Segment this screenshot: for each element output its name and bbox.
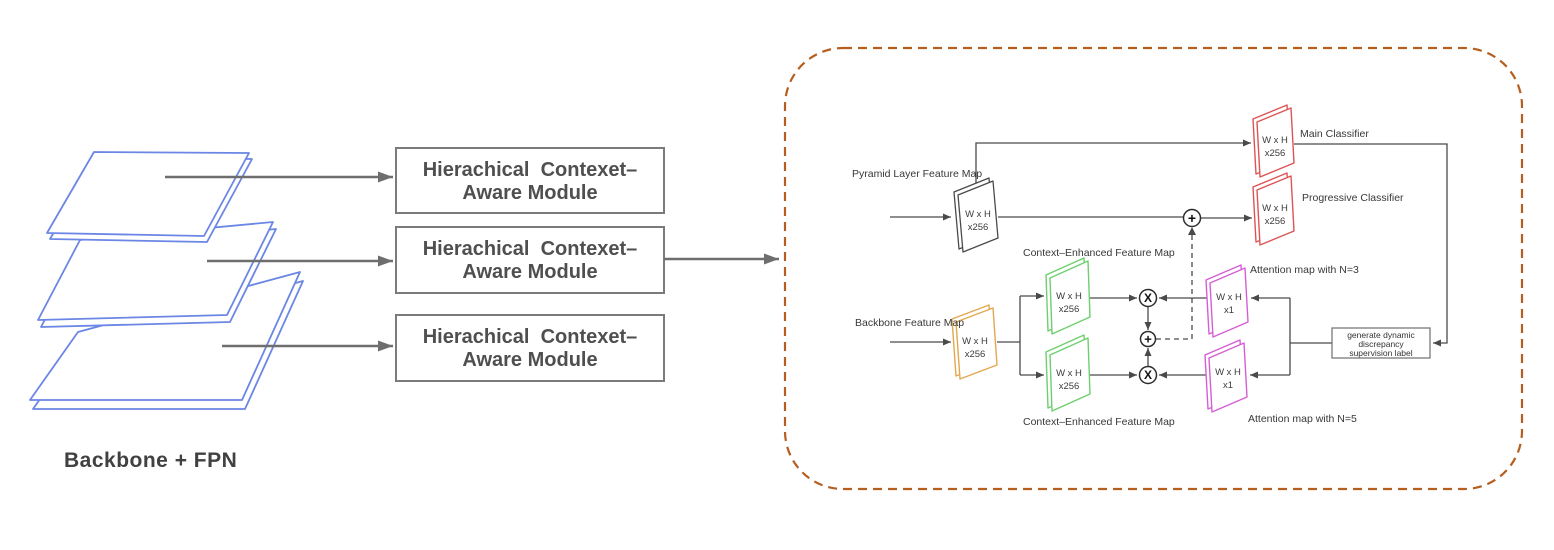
plate-dims-line1: W x H bbox=[1216, 292, 1242, 303]
hcam-detail-frame bbox=[783, 46, 1524, 491]
fpn-plate-stack bbox=[29, 151, 304, 410]
detail-connectors bbox=[890, 139, 1448, 379]
plus-circle-icon bbox=[1139, 330, 1157, 348]
x-glyph: X bbox=[1144, 291, 1152, 305]
module-label-line1: Hierachical Contexet– bbox=[423, 238, 638, 260]
x-glyph: X bbox=[1144, 368, 1152, 382]
multiply-circle-bottom: X bbox=[1138, 365, 1158, 385]
plate-dims-line2: x256 bbox=[1059, 381, 1080, 392]
plate-dims-line1: W x H bbox=[965, 209, 991, 220]
plate-dims-line1: W x H bbox=[1056, 368, 1082, 379]
dashed-arrowhead-up bbox=[1188, 227, 1196, 235]
attention-map-plate-top: W x H x1 bbox=[1205, 264, 1249, 338]
add-circle-middle: + bbox=[1139, 330, 1157, 348]
main-classifier-plate: W x H x256 bbox=[1252, 104, 1295, 178]
x-circle-icon bbox=[1138, 365, 1158, 385]
backbone-feature-map-label: Backbone Feature Map bbox=[855, 317, 964, 329]
main-classifier-label: Main Classifier bbox=[1300, 128, 1369, 140]
module-label-line1: Hierachical Contexet– bbox=[423, 159, 638, 181]
line-main-to-generate-box bbox=[1294, 143, 1448, 347]
backbone-feature-map-plate: W x H x256 bbox=[951, 304, 998, 380]
progressive-classifier-label: Progressive Classifier bbox=[1302, 192, 1404, 204]
fpn-plate-2 bbox=[37, 221, 277, 328]
fpn-to-module-arrows bbox=[165, 171, 393, 352]
progressive-classifier-plate: W x H x256 bbox=[1252, 172, 1295, 246]
line-pyramid-to-main-classifier bbox=[975, 139, 1251, 192]
fpn-plate-1 bbox=[46, 151, 253, 243]
module-box bbox=[395, 314, 665, 382]
plate-dims-line2: x256 bbox=[1059, 304, 1080, 315]
pyramid-feature-map-plate: W x H x256 bbox=[953, 177, 999, 253]
attention-map-label-top: Attention map with N=3 bbox=[1250, 264, 1359, 276]
module-label-line2: Aware Module bbox=[462, 349, 597, 371]
plate-front-face bbox=[1209, 267, 1249, 338]
plate-dims-line1: W x H bbox=[1056, 291, 1082, 302]
context-enhanced-plate-bottom: W x H x256 bbox=[1045, 334, 1091, 412]
plate-dims-line2: x256 bbox=[965, 349, 986, 360]
module-label-line2: Aware Module bbox=[462, 261, 597, 283]
plate-top-face bbox=[46, 151, 250, 237]
attention-map-plate-bottom: W x H x1 bbox=[1204, 339, 1248, 413]
hcam-module-1: Hierachical Contexet– Aware Module bbox=[395, 147, 665, 214]
context-enhanced-label-top: Context–Enhanced Feature Map bbox=[1023, 247, 1175, 259]
module-box bbox=[395, 147, 665, 214]
dashed-line-add-feedback bbox=[1156, 234, 1193, 340]
plus-glyph: + bbox=[1188, 210, 1196, 226]
plate-dims-line2: x256 bbox=[1265, 216, 1286, 227]
module-box bbox=[395, 226, 665, 294]
plate-front-face bbox=[1256, 107, 1295, 178]
context-enhanced-label-bottom: Context–Enhanced Feature Map bbox=[1023, 416, 1175, 428]
pyramid-feature-map-label: Pyramid Layer Feature Map bbox=[852, 168, 982, 180]
context-enhanced-plate-top: W x H x256 bbox=[1045, 257, 1091, 335]
plate-front-face bbox=[1208, 342, 1248, 413]
plate-front-face bbox=[1049, 260, 1091, 335]
multiply-circle-top: X bbox=[1138, 288, 1158, 308]
plate-dims-line1: W x H bbox=[962, 336, 988, 347]
backbone-fpn-caption: Backbone + FPN bbox=[64, 449, 237, 472]
module-label-line1: Hierachical Contexet– bbox=[423, 326, 638, 348]
plate-front-face bbox=[955, 307, 998, 380]
line-backbone-split bbox=[997, 296, 1021, 375]
attention-map-label-bottom: Attention map with N=5 bbox=[1248, 413, 1357, 425]
generate-box-rect bbox=[1331, 327, 1431, 359]
plate-dims-line1: W x H bbox=[1215, 367, 1241, 378]
generate-supervision-label-box: generate dynamic discrepancy supervision… bbox=[1331, 327, 1431, 359]
x-circle-icon bbox=[1138, 288, 1158, 308]
generate-box-line3: supervision label bbox=[1349, 348, 1412, 358]
plate-dims-line1: W x H bbox=[1262, 135, 1288, 146]
hcam-module-2: Hierachical Contexet– Aware Module bbox=[395, 226, 665, 294]
hcam-module-3: Hierachical Contexet– Aware Module bbox=[395, 314, 665, 382]
plate-front-face bbox=[1256, 175, 1295, 246]
plus-circle-icon bbox=[1182, 208, 1202, 228]
plate-dims-line2: x1 bbox=[1224, 305, 1234, 316]
plate-dims-line1: W x H bbox=[1262, 203, 1288, 214]
module-label-line2: Aware Module bbox=[462, 182, 597, 204]
plate-front-face bbox=[1049, 337, 1091, 412]
plate-dims-line2: x1 bbox=[1223, 380, 1233, 391]
add-circle-top: + bbox=[1182, 208, 1202, 228]
plate-dims-line2: x256 bbox=[968, 222, 989, 233]
line-generate-split bbox=[1289, 298, 1332, 375]
plus-glyph: + bbox=[1144, 332, 1152, 347]
plate-dims-line2: x256 bbox=[1265, 148, 1286, 159]
generate-box-line1: generate dynamic bbox=[1347, 330, 1415, 340]
plate-front-face bbox=[957, 180, 999, 253]
generate-box-line2: discrepancy bbox=[1358, 339, 1404, 349]
